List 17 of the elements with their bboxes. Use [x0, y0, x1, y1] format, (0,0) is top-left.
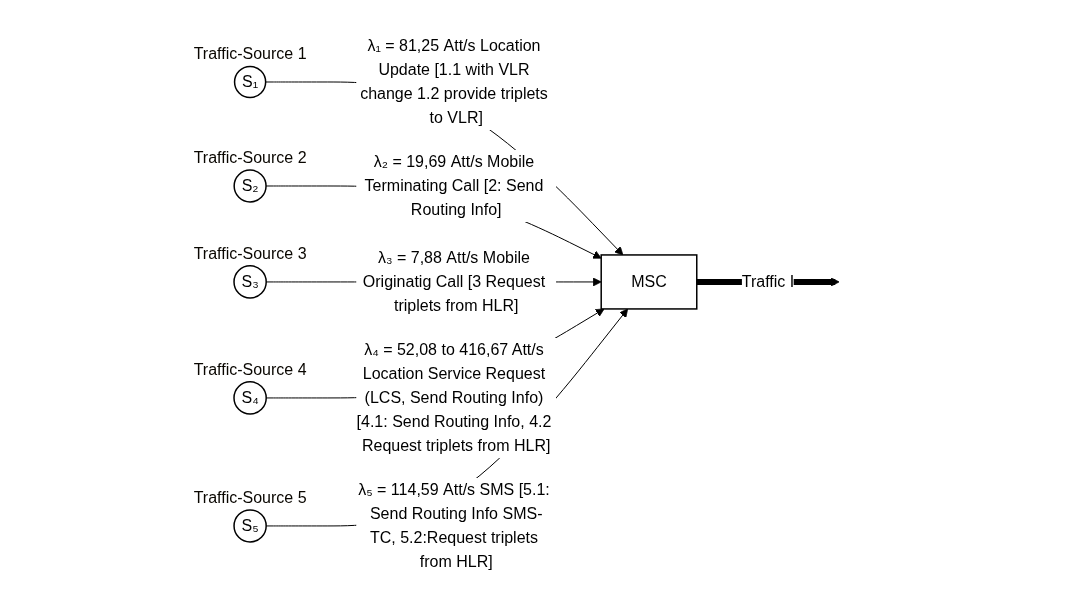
node-circle: S₅ [233, 508, 267, 543]
node-circle: S₃ [233, 264, 267, 299]
edge-label: Traffic I [741, 272, 795, 290]
node-circle: S₄ [233, 380, 267, 415]
edge-label: λ₁ = 81,25 Att/s Location Update [1.1 with VLR change 1.2 provide triplets to VLR] [360, 36, 548, 126]
node-box: MSC [600, 253, 698, 310]
edge-label: λ₂ = 19,69 Att/s Mobile Terminating Call [2: Send Routing Info] [364, 152, 544, 218]
node-label: Traffic-Source 5 [193, 488, 307, 506]
edge-label: λ₃ = 7,88 Att/s Mobile Originatig Call [3 Request triplets from HLR] [362, 248, 546, 314]
node-circle: S₁ [233, 65, 267, 98]
node-label: Traffic-Source 3 [193, 244, 307, 262]
edge-label: λ₅ = 114,59 Att/s SMS [5.1: Send Routing Info SMS-TC, 5.2:Request triplets from HLR] [358, 480, 550, 570]
node-circle: S₂ [233, 168, 267, 203]
node-label: Traffic-Source 2 [193, 148, 307, 166]
node-label: Traffic-Source 4 [193, 360, 307, 378]
edge-label: λ₄ = 52,08 to 416,67 Att/s Location Service Request (LCS, Send Routing Info) [4.1: Send Routing Info, 4.2 Request triplets from HLR] [356, 340, 552, 454]
node-label: Traffic-Source 1 [193, 44, 307, 62]
